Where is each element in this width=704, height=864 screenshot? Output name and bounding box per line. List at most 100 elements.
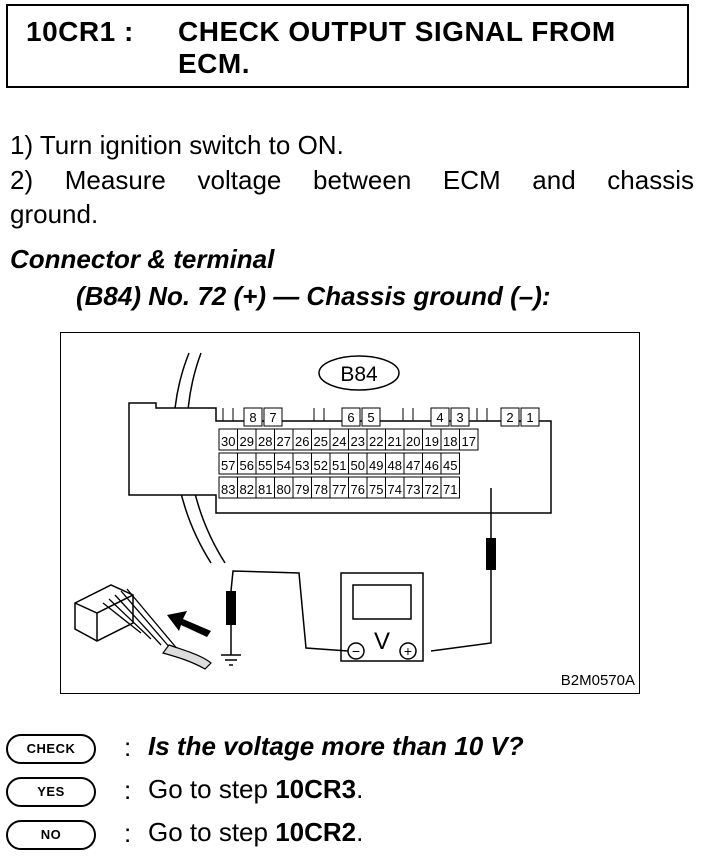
- voltmeter-display: [352, 584, 412, 620]
- step-title-line1: CHECK OUTPUT SIGNAL FROM: [178, 16, 616, 47]
- voltmeter-minus-sign: −: [352, 643, 360, 659]
- no-colon: :: [124, 818, 132, 848]
- pin-20: 20: [406, 434, 420, 449]
- pin-6-cell: [341, 407, 361, 427]
- pin-57: 57: [221, 458, 235, 473]
- figure-code: B2M0570A: [560, 672, 635, 689]
- pin-4-cell: [430, 407, 450, 427]
- pin-4: 4: [436, 410, 443, 425]
- pin-71: 71: [443, 482, 457, 497]
- pin-1: 1: [526, 410, 533, 425]
- pin-80: 80: [277, 482, 291, 497]
- check-badge: CHECK: [6, 734, 96, 764]
- pin-50: 50: [351, 458, 365, 473]
- yes-colon: :: [124, 775, 132, 805]
- voltmeter-plus-terminal: [399, 642, 417, 660]
- pin-83: 83: [221, 482, 235, 497]
- pin-82: 82: [240, 482, 254, 497]
- pin-7-cell: [263, 407, 283, 427]
- pin-3: 3: [456, 410, 463, 425]
- pin-26: 26: [295, 434, 309, 449]
- no-answer: Go to step 10CR2.: [148, 817, 363, 848]
- no-step-ref: 10CR2: [275, 817, 357, 847]
- pin-18: 18: [443, 434, 457, 449]
- pin-73: 73: [406, 482, 420, 497]
- yes-step-ref: 10CR3: [275, 774, 357, 804]
- yes-badge: YES: [6, 777, 96, 807]
- connector-notch-2: [313, 408, 325, 422]
- pin-22: 22: [369, 434, 383, 449]
- pin-29: 29: [240, 434, 254, 449]
- pin-56: 56: [240, 458, 254, 473]
- pin-19: 19: [425, 434, 439, 449]
- pin-52: 52: [314, 458, 328, 473]
- check-colon: :: [124, 732, 132, 762]
- pin-45-cell: [440, 452, 460, 475]
- pin-74: 74: [388, 482, 402, 497]
- connector-notch-3: [402, 408, 414, 422]
- pin-1-cell: [520, 407, 540, 427]
- pin-46: 46: [425, 458, 439, 473]
- pin-78: 78: [314, 482, 328, 497]
- pin-28: 28: [258, 434, 272, 449]
- pin-30: 30: [221, 434, 235, 449]
- yes-prefix: Go to step: [148, 774, 276, 804]
- pin-8: 8: [249, 410, 256, 425]
- pin-21: 21: [388, 434, 402, 449]
- pin-53: 53: [295, 458, 309, 473]
- pin-5-cell: [361, 407, 381, 427]
- connector-label-ellipse: [318, 355, 400, 391]
- step-id: 10CR1 :: [26, 16, 134, 47]
- harness-sheath: [161, 644, 212, 670]
- pin-75: 75: [369, 482, 383, 497]
- connector-label: B84: [340, 363, 378, 386]
- harness-wires: [102, 588, 180, 652]
- pin-2: 2: [506, 410, 513, 425]
- pin-47: 47: [406, 458, 420, 473]
- ground-symbol: [221, 654, 241, 666]
- instruction-step-2: 2) Measure voltage between ECM and chass…: [10, 165, 694, 195]
- pin-7: 7: [269, 410, 276, 425]
- connector-detail: (B84) No. 72 (+) — Chassis ground (–):: [76, 281, 551, 311]
- instruction-step-1: 1) Turn ignition switch to ON.: [10, 130, 344, 160]
- instruction-step-2-cont: ground.: [10, 199, 99, 229]
- pin-17-cell: [459, 428, 479, 451]
- pin-55: 55: [258, 458, 272, 473]
- connector-notch-1: [222, 408, 234, 422]
- pin-48: 48: [388, 458, 402, 473]
- no-badge: NO: [6, 820, 96, 850]
- connector-heading: Connector & terminal: [10, 244, 275, 274]
- pin-72: 72: [425, 482, 439, 497]
- pin-3-cell: [450, 407, 470, 427]
- connector-notch-4: [476, 408, 488, 422]
- pin-49: 49: [369, 458, 383, 473]
- pin-17: 17: [462, 434, 476, 449]
- pin-51: 51: [332, 458, 346, 473]
- voltmeter-symbol: V: [374, 628, 390, 655]
- pin-45: 45: [443, 458, 457, 473]
- probe-negative: [226, 591, 236, 625]
- pin-79: 79: [295, 482, 309, 497]
- yes-suffix: .: [356, 774, 364, 804]
- pin-23: 23: [351, 434, 365, 449]
- pin-8-cell: [243, 407, 263, 427]
- probe-positive: [486, 538, 496, 570]
- no-prefix: Go to step: [148, 817, 276, 847]
- pin-5: 5: [367, 410, 374, 425]
- pin-2-cell: [500, 407, 520, 427]
- arrow-icon: [167, 611, 211, 637]
- pin-27: 27: [277, 434, 291, 449]
- pin-77: 77: [332, 482, 346, 497]
- pin-71-cell: [440, 476, 460, 499]
- pin-25: 25: [314, 434, 328, 449]
- pin-54: 54: [277, 458, 291, 473]
- step-title: CHECK OUTPUT SIGNAL FROM ECM.: [178, 16, 678, 80]
- probe-wire-positive: [430, 570, 492, 652]
- check-question: Is the voltage more than 10 V?: [148, 731, 524, 761]
- pin-76: 76: [351, 482, 365, 497]
- no-suffix: .: [356, 817, 364, 847]
- pin-24: 24: [332, 434, 346, 449]
